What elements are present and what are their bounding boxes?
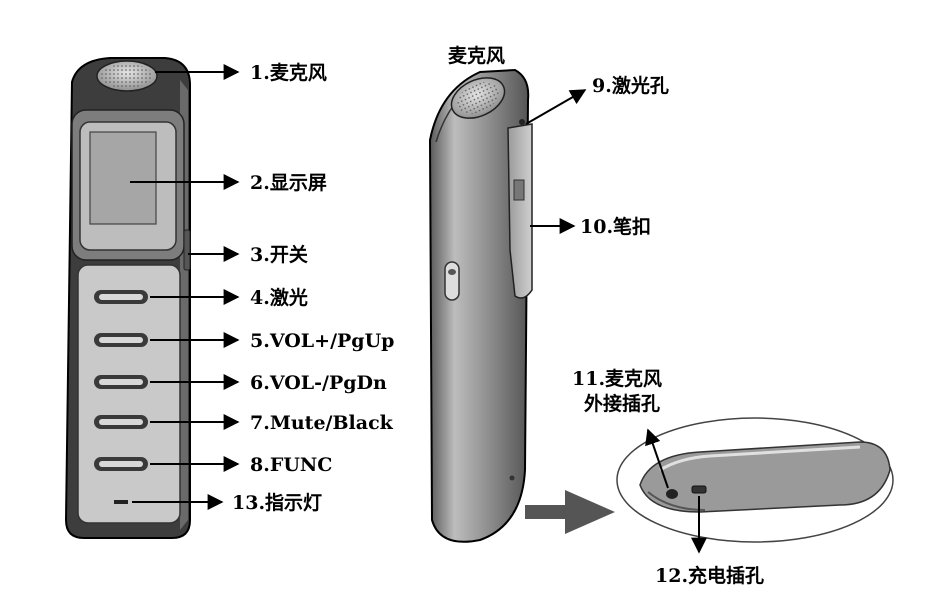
label-side-mic: 麦克风	[448, 44, 505, 67]
label-vol-down: 6.VOL-/PgDn	[250, 372, 387, 394]
detail-pointer-arrow	[525, 490, 615, 534]
front-buttons	[94, 290, 148, 471]
vol-down-button[interactable]	[94, 375, 148, 389]
label-mute: 7.Mute/Black	[250, 412, 394, 434]
vol-up-button[interactable]	[94, 333, 148, 347]
detail-view	[616, 417, 894, 543]
label-display: 2.显示屏	[250, 172, 327, 194]
front-labels: 1.麦克风 2.显示屏 3.开关 4.激光 5.VOL+/PgUp 6.VOL-…	[232, 61, 394, 514]
side-arrows	[525, 89, 587, 234]
label-mic-jack-2: 外接插孔	[584, 392, 660, 415]
pen-clip[interactable]	[507, 123, 533, 299]
label-vol-up: 5.VOL+/PgUp	[250, 330, 394, 352]
label-pen-clip: 10.笔扣	[580, 215, 651, 238]
label-switch: 3.开关	[250, 243, 308, 266]
power-switch[interactable]	[183, 229, 191, 271]
detail-arrows	[645, 428, 707, 554]
mute-button[interactable]	[94, 415, 148, 429]
label-func: 8.FUNC	[250, 454, 332, 476]
label-laser-hole: 9.激光孔	[592, 74, 669, 97]
side-device	[428, 68, 533, 543]
label-mic: 1.麦克风	[250, 61, 327, 84]
charge-port	[691, 485, 707, 494]
laser-hole	[519, 119, 525, 125]
label-laser: 4.激光	[250, 286, 308, 309]
front-arrows	[130, 64, 240, 510]
laser-button[interactable]	[94, 290, 148, 304]
func-button[interactable]	[94, 457, 148, 471]
label-indicator: 13.指示灯	[232, 492, 322, 514]
indicator-light	[114, 500, 128, 504]
side-slider[interactable]	[444, 261, 460, 301]
label-charge-port: 12.充电插孔	[655, 564, 764, 587]
mic-jack	[666, 489, 678, 499]
front-device	[64, 57, 191, 539]
label-mic-jack-1: 11.麦克风	[572, 367, 662, 390]
display-screen	[89, 131, 157, 225]
